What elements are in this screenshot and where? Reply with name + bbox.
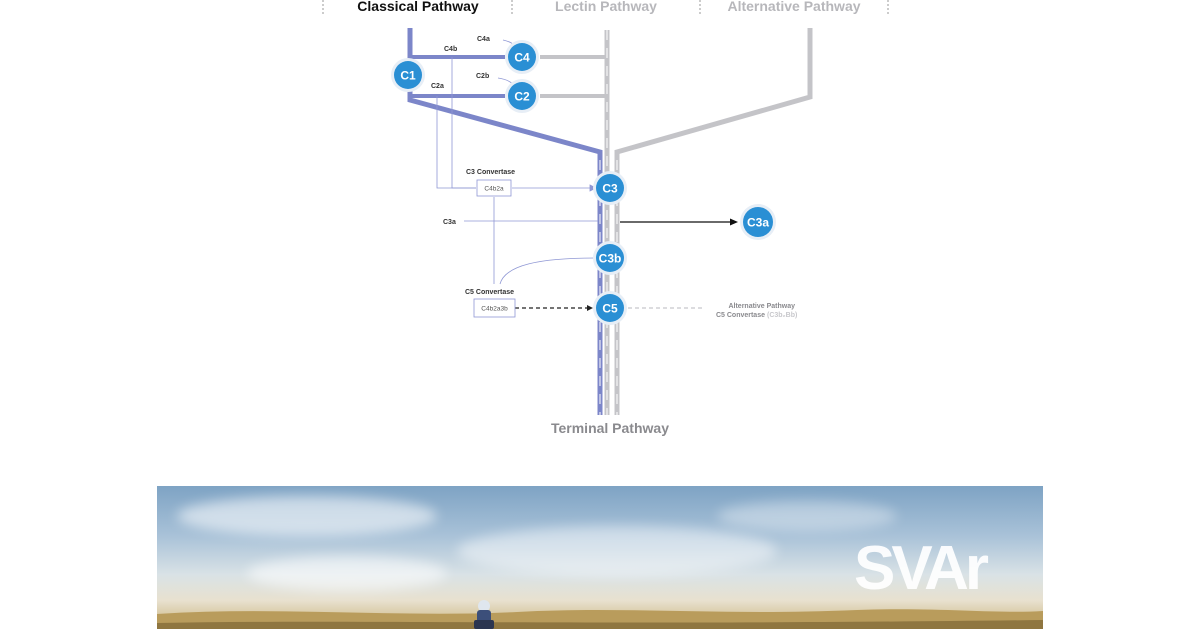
header-classical: Classical Pathway bbox=[357, 0, 479, 14]
header-lectin: Lectin Pathway bbox=[555, 0, 657, 14]
alt-c5-line1: Alternative Pathway bbox=[728, 303, 795, 310]
label-c3a-small: C3a bbox=[443, 219, 456, 226]
c5-dashed-arrowhead bbox=[587, 305, 593, 311]
complement-pathway-diagram: Classical Pathway Lectin Pathway Alterna… bbox=[0, 0, 1200, 470]
header-alternative: Alternative Pathway bbox=[727, 0, 860, 14]
svg-text:C3: C3 bbox=[602, 182, 618, 196]
label-c4a: C4a bbox=[477, 36, 490, 43]
node-c5: C5 bbox=[593, 291, 627, 325]
classical-to-terminal bbox=[410, 90, 600, 415]
alt-c5-line2: C5 Convertase bbox=[716, 312, 765, 319]
thin-connectors bbox=[437, 40, 598, 284]
svg-text:C3a: C3a bbox=[747, 216, 769, 230]
svg-text:C5: C5 bbox=[602, 302, 618, 316]
node-c2: C2 bbox=[505, 79, 539, 113]
rider-silhouette bbox=[469, 598, 499, 629]
node-c4: C4 bbox=[505, 40, 539, 74]
node-c3: C3 bbox=[593, 171, 627, 205]
node-c3a: C3a bbox=[740, 204, 776, 240]
label-c2b: C2b bbox=[476, 73, 489, 80]
svg-text:C4: C4 bbox=[514, 51, 530, 65]
c5-convertase-title: C5 Convertase bbox=[465, 289, 514, 296]
node-c1: C1 bbox=[391, 58, 425, 92]
svg-text:C3b: C3b bbox=[599, 252, 622, 266]
brand-logo: SVAr bbox=[854, 538, 985, 600]
alt-c5-formula: (C3b₂Bb) bbox=[767, 312, 797, 319]
c5-convertase-box-label: C4b2a3b bbox=[481, 306, 508, 313]
c3-convertase-title: C3 Convertase bbox=[466, 169, 515, 176]
banner-photo: SVAr bbox=[157, 486, 1043, 629]
terminal-pathway-label: Terminal Pathway bbox=[551, 420, 669, 436]
svg-text:C1: C1 bbox=[400, 69, 416, 83]
label-c4b: C4b bbox=[444, 46, 457, 53]
c3-convertase-box-label: C4b2a bbox=[484, 186, 504, 193]
node-c3b: C3b bbox=[593, 241, 627, 275]
svg-text:C2: C2 bbox=[514, 90, 530, 104]
label-c2a: C2a bbox=[431, 83, 444, 90]
c3a-arrowhead bbox=[730, 219, 738, 226]
